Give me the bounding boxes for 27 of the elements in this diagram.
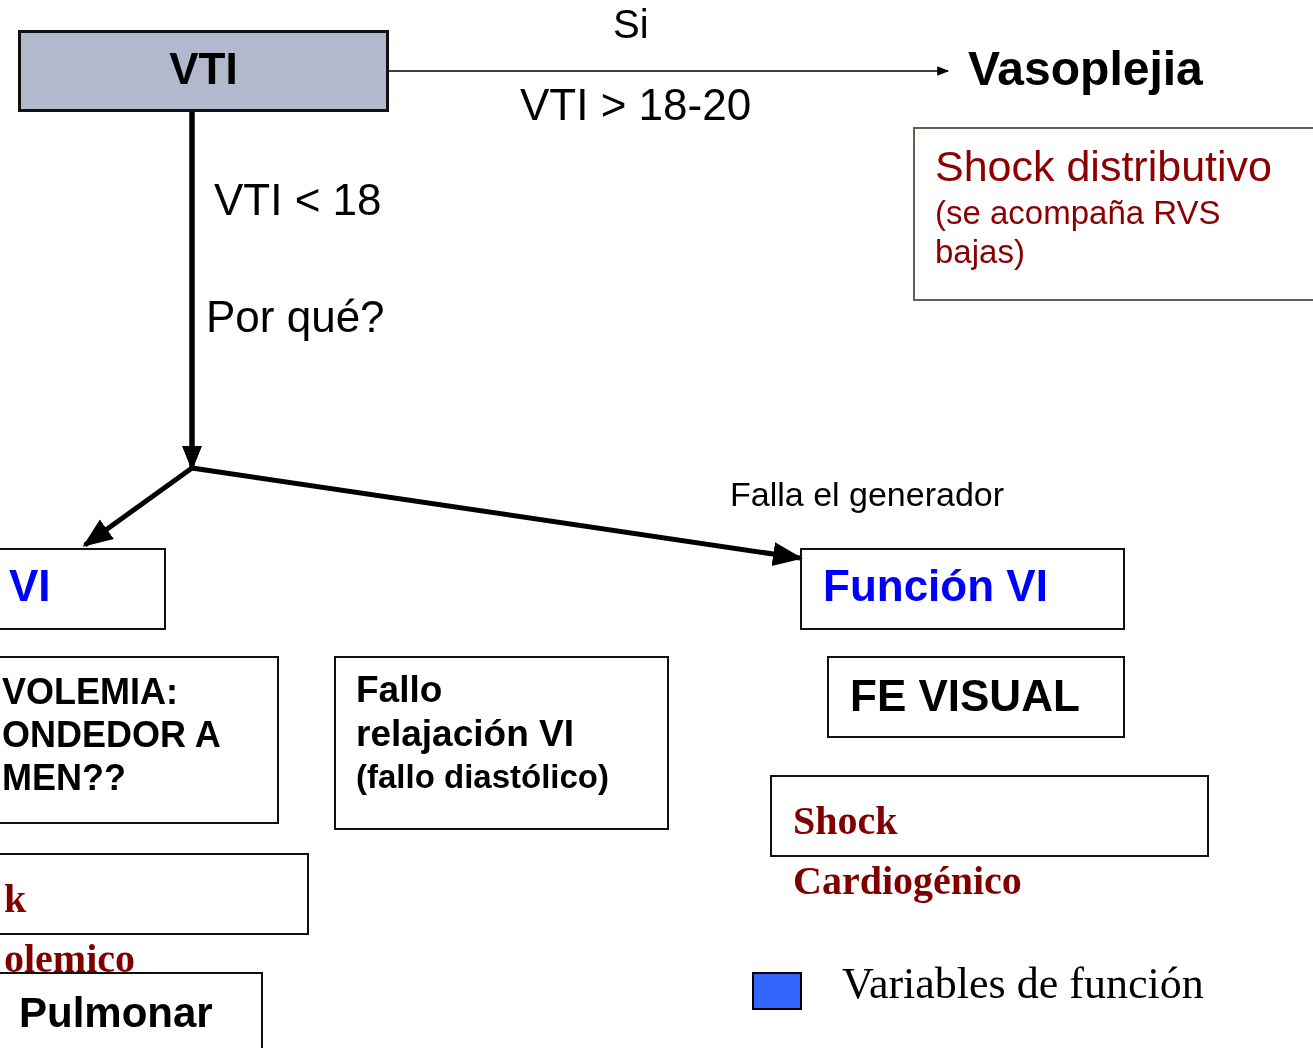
outcome-text: Vasoplejia [968,41,1203,97]
node-text: k olemico [4,875,137,983]
node-text: VI [9,560,51,612]
node-text: FE VISUAL [850,670,1080,722]
condition-label: VTI > 18-20 [520,80,752,130]
node-text: VOLEMIA: ONDEDOR A MEN?? [2,670,221,800]
variable-box [800,548,1125,630]
node-text: Función VI [823,560,1048,612]
arrow [388,66,950,76]
finding-box [827,656,1125,738]
node-text: Fallo relajación VI [356,668,575,757]
result-box [913,127,1313,301]
node-text: Shock distributivo [935,141,1273,192]
finding-box [0,656,279,824]
arrow [182,112,803,566]
node-text: Pulmonar [19,988,213,1038]
condition-label: VTI < 18 [214,175,382,225]
node-text: VTI [169,43,238,95]
finding-box [0,972,263,1048]
node-text: (fallo diastólico) [356,756,610,797]
variable-box [0,548,166,630]
node-text: Shock Cardiogénico [793,797,1023,905]
finding-box [334,656,669,830]
legend-text: Variables de función [842,958,1204,1009]
process-box [18,30,389,112]
condition-label: Por qué? [206,292,385,342]
node-text: (se acompaña RVS bajas) [935,192,1222,272]
